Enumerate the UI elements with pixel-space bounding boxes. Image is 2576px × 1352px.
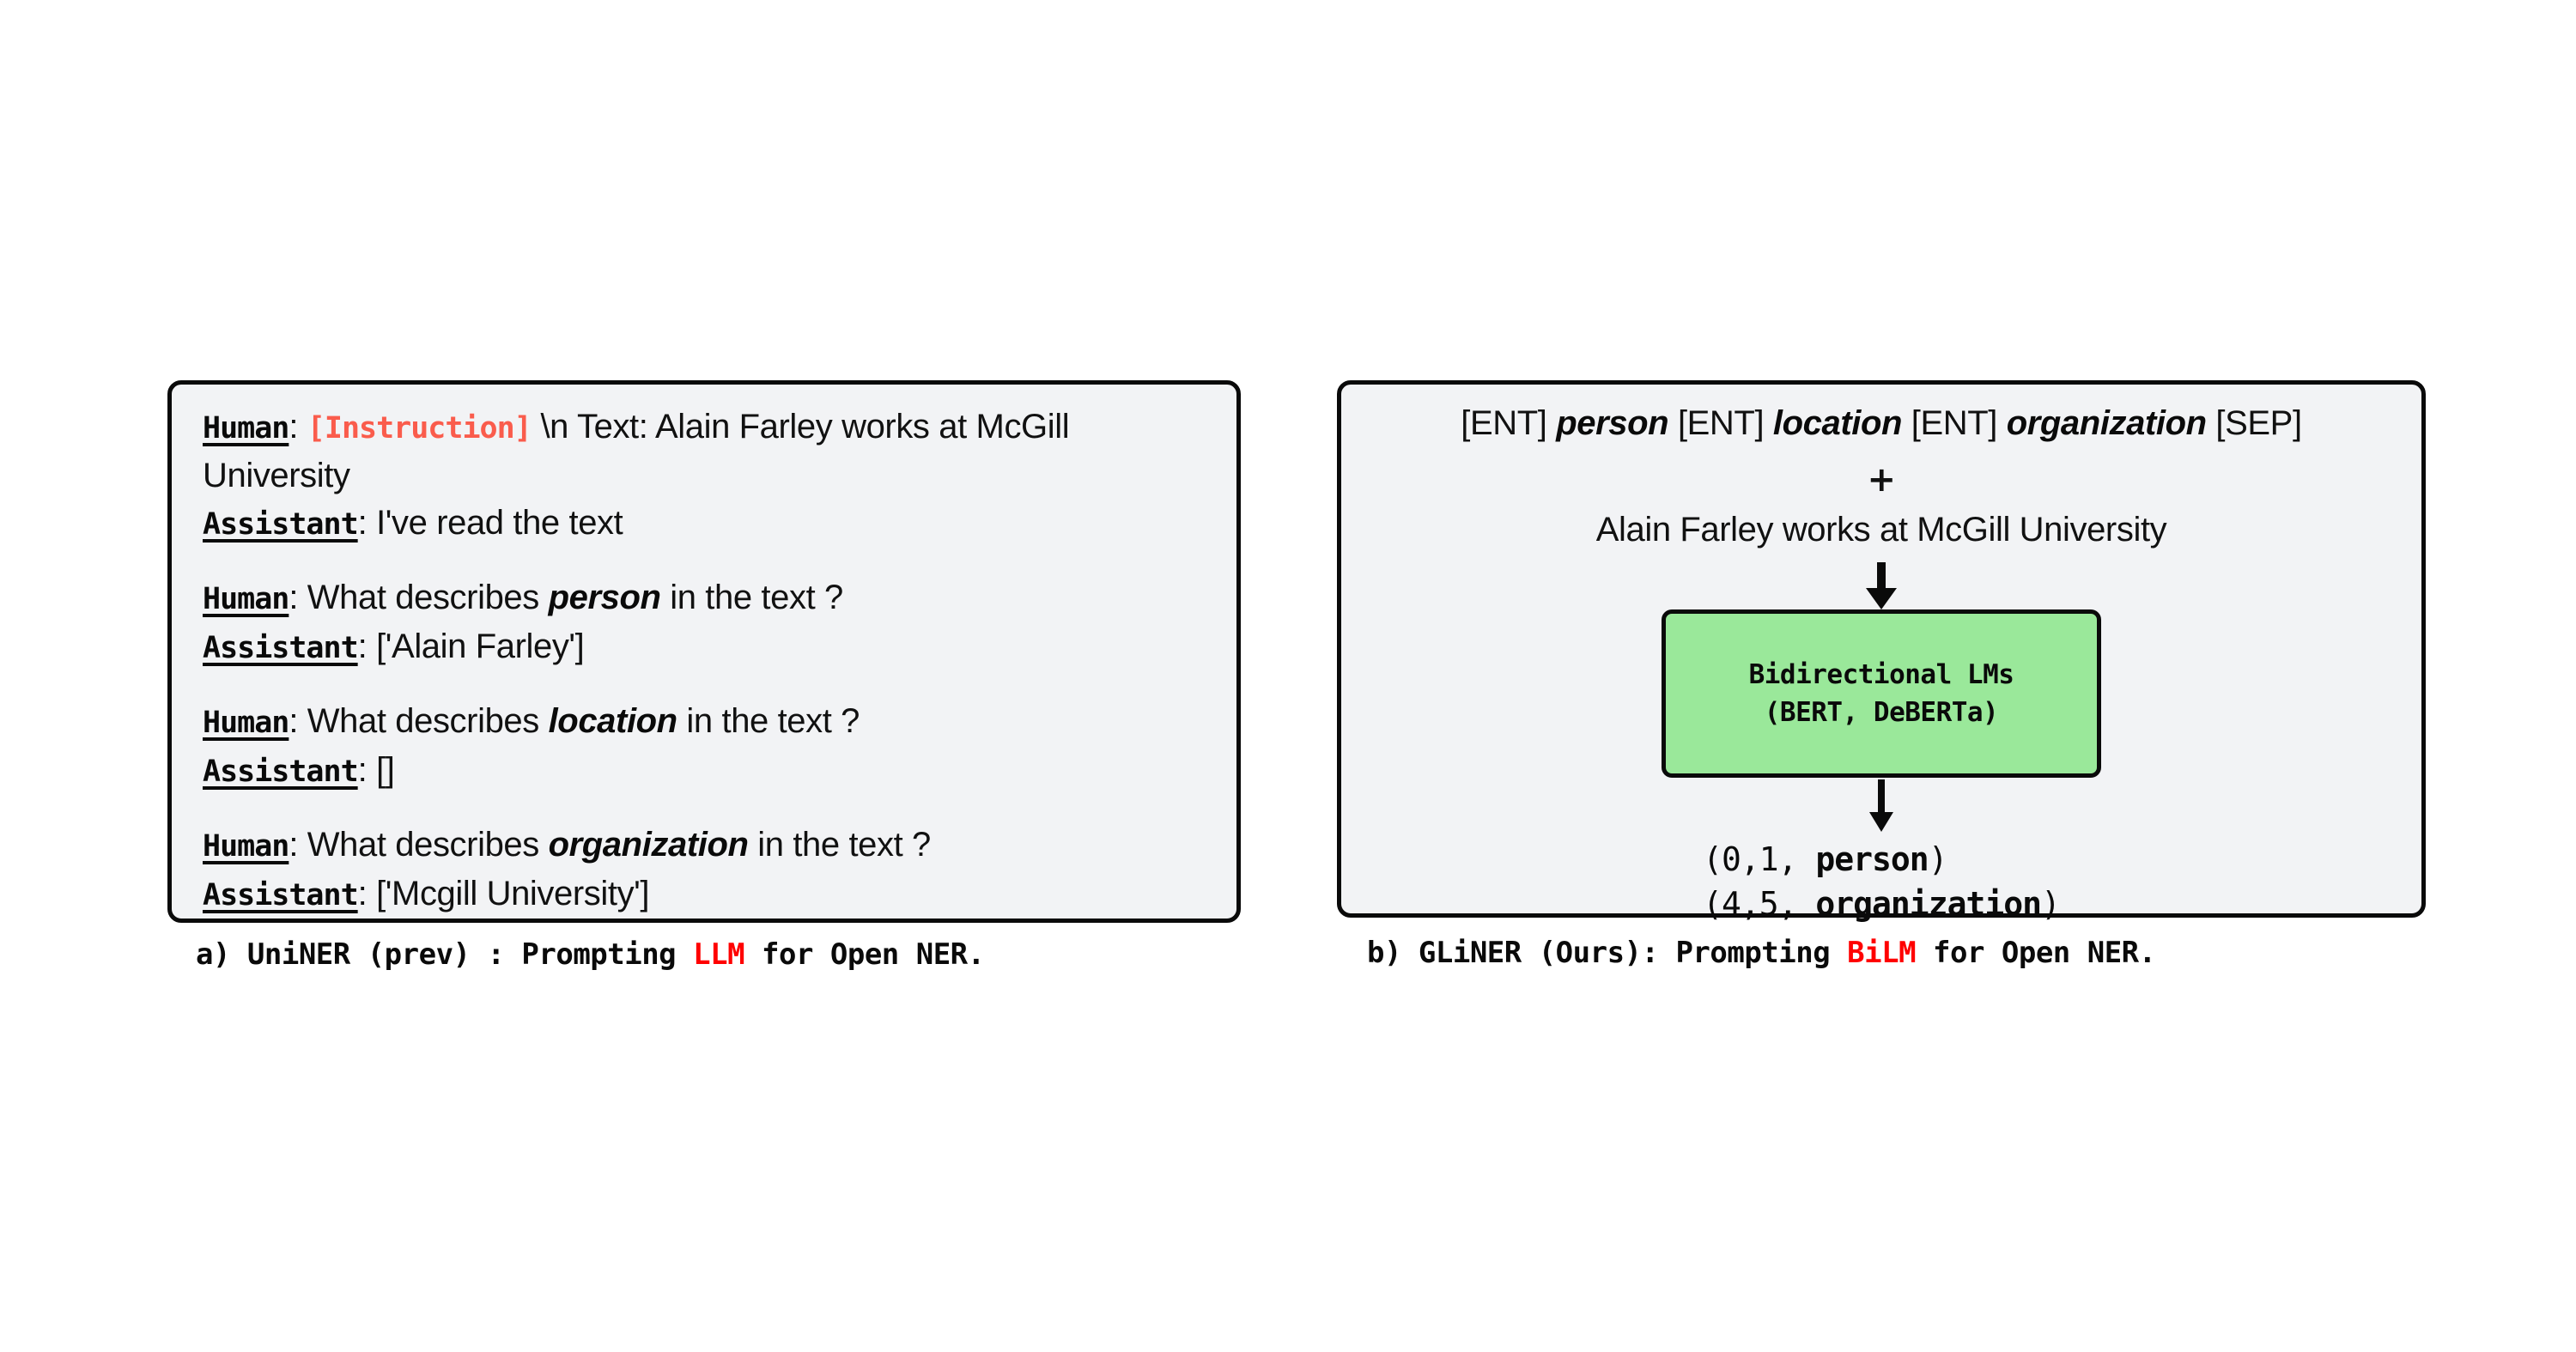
conversation-turn: Human: What describes organization in th… bbox=[203, 822, 1223, 870]
role-label-assistant: Assistant bbox=[203, 507, 359, 542]
turn-text: ['Mcgill University'] bbox=[367, 875, 650, 912]
caption-suffix: for Open NER. bbox=[1916, 936, 2156, 970]
ent-token: [ENT] bbox=[1677, 404, 1765, 442]
entity-type-organization: organization bbox=[2006, 404, 2207, 442]
turn-text: \n Text: Alain Farley works at McGill Un… bbox=[203, 408, 1070, 494]
gliner-panel: [ENT] person [ENT] location [ENT] organi… bbox=[1337, 380, 2426, 923]
model-box-line-1: Bidirectional LMs bbox=[1748, 659, 2014, 690]
turn-text-before: What describes bbox=[298, 579, 549, 616]
caption-gliner: b) GLiNER (Ours): Prompting BiLM for Ope… bbox=[1367, 936, 2156, 970]
turn-text-before: What describes bbox=[298, 702, 549, 740]
role-colon: : bbox=[289, 579, 299, 616]
span-close-paren: ) bbox=[2040, 885, 2061, 923]
conversation-turn: Human: [Instruction] \n Text: Alain Farl… bbox=[203, 403, 1223, 500]
entity-type-location: location bbox=[548, 702, 678, 740]
span-close-paren: ) bbox=[1928, 840, 1948, 878]
role-label-assistant: Assistant bbox=[203, 631, 359, 665]
sep-token: [SEP] bbox=[2215, 404, 2302, 442]
role-label-human: Human bbox=[203, 582, 289, 616]
role-colon: : bbox=[357, 751, 368, 789]
entity-type-person: person bbox=[1556, 404, 1669, 442]
caption-prefix: a) UniNER (prev) : Prompting bbox=[196, 937, 694, 972]
model-box-line-2: (BERT, DeBERTa) bbox=[1764, 697, 1999, 728]
role-label-human: Human bbox=[203, 829, 289, 864]
role-label-assistant: Assistant bbox=[203, 878, 359, 912]
turn-text-before: What describes bbox=[298, 826, 549, 864]
caption-highlight-llm: LLM bbox=[693, 937, 745, 972]
role-colon: : bbox=[357, 875, 368, 912]
ent-token: [ENT] bbox=[1911, 404, 1998, 442]
caption-suffix: for Open NER. bbox=[744, 937, 985, 972]
role-colon: : bbox=[289, 702, 299, 740]
conversation-turn: Assistant: ['Mcgill University'] bbox=[203, 870, 1223, 919]
ent-token: [ENT] bbox=[1461, 404, 1547, 442]
conversation-turn: Human: What describes location in the te… bbox=[203, 698, 1223, 747]
span-label-organization: organization bbox=[1815, 885, 2042, 923]
conversation-turn: Human: What describes person in the text… bbox=[203, 574, 1223, 623]
uniner-panel: Human: [Instruction] \n Text: Alain Farl… bbox=[167, 380, 1241, 923]
turn-text: I've read the text bbox=[367, 504, 623, 542]
role-colon: : bbox=[357, 504, 368, 542]
span-indices: (4,5, bbox=[1703, 885, 1816, 923]
turn-text: ['Alain Farley'] bbox=[367, 627, 585, 665]
caption-prefix: b) GLiNER (Ours): Prompting bbox=[1367, 936, 1848, 970]
entity-type-organization: organization bbox=[548, 826, 749, 864]
role-colon: : bbox=[289, 826, 299, 864]
plus-symbol: + bbox=[1867, 460, 1896, 500]
caption-highlight-bilm: BiLM bbox=[1847, 936, 1917, 970]
role-label-assistant: Assistant bbox=[203, 755, 359, 789]
bidirectional-lm-box: Bidirectional LMs (BERT, DeBERTa) bbox=[1662, 609, 2101, 778]
arrow-down-icon bbox=[1862, 562, 1900, 615]
role-colon: : bbox=[289, 408, 299, 446]
conversation-turn: Assistant: ['Alain Farley'] bbox=[203, 623, 1223, 672]
span-indices: (0,1, bbox=[1703, 840, 1816, 878]
instruction-tag: [Instruction] bbox=[307, 411, 532, 446]
arrow-down-icon bbox=[1864, 779, 1899, 837]
turn-text-after: in the text ? bbox=[660, 579, 843, 616]
conversation-list: Human: [Instruction] \n Text: Alain Farl… bbox=[203, 403, 1223, 919]
gliner-flow: [ENT] person [ENT] location [ENT] organi… bbox=[1341, 385, 2421, 923]
entity-type-person: person bbox=[548, 579, 661, 616]
turn-text-after: in the text ? bbox=[677, 702, 860, 740]
turn-text-after: in the text ? bbox=[748, 826, 931, 864]
input-sentence: Alain Farley works at McGill University bbox=[1595, 511, 2167, 549]
role-colon: : bbox=[357, 627, 368, 665]
entity-schema-line: [ENT] person [ENT] location [ENT] organi… bbox=[1341, 404, 2421, 443]
conversation-turn: Assistant: [] bbox=[203, 747, 1223, 796]
output-span-row: (4,5, organization) bbox=[1703, 882, 2061, 926]
output-span-list: (0,1, person) (4,5, organization) bbox=[1703, 837, 2061, 926]
role-label-human: Human bbox=[203, 411, 289, 446]
entity-type-location: location bbox=[1772, 404, 1903, 442]
output-span-row: (0,1, person) bbox=[1703, 837, 2060, 882]
role-label-human: Human bbox=[203, 706, 289, 740]
turn-text: [] bbox=[367, 751, 395, 789]
span-label-person: person bbox=[1815, 840, 1929, 878]
caption-uniner: a) UniNER (prev) : Prompting LLM for Ope… bbox=[196, 937, 985, 972]
conversation-turn: Assistant: I've read the text bbox=[203, 500, 1223, 549]
